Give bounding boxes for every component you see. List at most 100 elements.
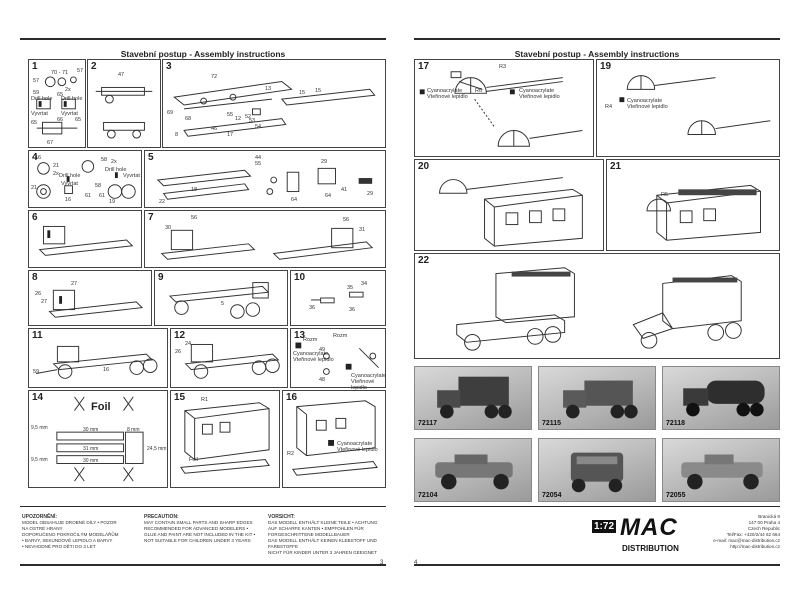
part-label: 13 xyxy=(265,86,272,92)
step-9-drawing xyxy=(168,282,270,319)
step-number: 17 xyxy=(418,61,430,72)
step-13-drawing xyxy=(295,342,379,375)
part-label: 26 xyxy=(175,349,182,355)
address-line: http://mac-distribution.cz xyxy=(730,544,780,549)
part-label: Rozm xyxy=(333,333,348,339)
footer-line: MODEL OBSAHUJE DROBNÉ DÍLY • POZOR xyxy=(22,520,117,525)
step-number: 4 xyxy=(32,152,38,163)
part-label: 21 xyxy=(53,163,60,169)
step-number: 12 xyxy=(174,330,186,341)
step-14-drawing xyxy=(56,396,144,482)
step-number: 8 xyxy=(32,272,38,283)
product-photo-72054: 72054 xyxy=(538,438,656,502)
left-bottom-rule xyxy=(20,564,386,566)
step-11: 11 16 59 xyxy=(28,328,168,388)
brand-name: MAC xyxy=(620,514,678,541)
mac-distribution-logo: 1:72 MAC DISTRIBUTION xyxy=(592,514,696,556)
step-7-drawing xyxy=(160,227,374,260)
part-label: 65 xyxy=(31,120,38,126)
step-19: 19 R4 Cyanoacrylate Vteřinové lepidlo xyxy=(596,59,780,157)
part-label: 61 xyxy=(99,193,106,199)
step-number: 10 xyxy=(294,272,306,283)
dimension-label: 24,5 mm xyxy=(147,446,167,452)
glue-note: Vteřinové lepidlo xyxy=(351,379,375,391)
part-label: 65 xyxy=(57,92,64,98)
footer-warning-cz: UPOZORNĚNÍ: MODEL OBSAHUJE DROBNÉ DÍLY •… xyxy=(22,514,134,550)
step-number: 6 xyxy=(32,212,38,223)
step-1: 1 70 - 71 57 57 2x 59 65 Drill hole Vyvr… xyxy=(28,59,86,148)
footer-line: NICHT FÜR KINDER UNTER 3 JAHREN GEEIGNET xyxy=(268,550,377,555)
step-22-drawing xyxy=(456,267,742,351)
footer-heading: PRECAUTION: xyxy=(144,514,179,520)
step-14: 14 Foil 9,5 mm 30 mm 8 mm 31 mm 24,5 mm … xyxy=(28,390,168,488)
part-label: 2x xyxy=(111,159,117,165)
footer-line: DAS MODELL ENTHÄLT KEINEN KLEBSTOFF UND xyxy=(268,538,377,543)
right-top-rule xyxy=(414,38,780,40)
step-20: 20 xyxy=(414,159,604,251)
part-label: Foil xyxy=(189,457,198,463)
step-12: 12 24 26 xyxy=(170,328,288,388)
footer-line: MAY CONTAIN SMALL PARTS AND SHARP EDGES xyxy=(144,520,253,525)
step-17: 17 R3 R6 Cyanoacrylate Vteřinové lepidlo… xyxy=(414,59,594,157)
glue-note: Vteřinové lepidlo xyxy=(337,447,378,453)
step-6-drawing xyxy=(38,225,134,256)
footer-line: DOPORUČENO POKROČILÝM MODELÁŘŮM xyxy=(22,532,119,537)
car-silhouette xyxy=(570,452,624,493)
glue-note: Vteřinové lepidlo xyxy=(293,357,334,363)
part-label: 47 xyxy=(118,72,125,78)
part-label: 12 xyxy=(235,116,242,122)
step-17-drawing xyxy=(419,71,583,147)
part-label: 52 xyxy=(245,114,252,120)
footer-heading: VORSICHT: xyxy=(268,514,295,520)
step-7: 7 56 30 56 31 xyxy=(144,210,386,268)
step-number: 13 xyxy=(294,330,306,341)
left-top-rule xyxy=(20,38,386,40)
step-12-drawing xyxy=(184,343,280,379)
car-silhouette xyxy=(435,454,513,490)
footer-line: AUF SCHARFE KANTEN • EMPFOHLEN FÜR xyxy=(268,526,364,531)
step-number: 5 xyxy=(148,152,154,163)
dimension-label: 31 mm xyxy=(83,446,99,452)
footer-heading: UPOZORNĚNÍ: xyxy=(22,514,57,520)
part-label: 56 xyxy=(343,217,350,223)
address-line: e-mail: mac@mac-distribution.cz xyxy=(713,538,780,543)
part-label: 16 xyxy=(65,197,72,203)
step-number: 21 xyxy=(610,161,622,172)
brand-scale: 1:72 xyxy=(592,520,617,533)
footer-line: FORGESCHRITTENE MODELLBAUER xyxy=(268,532,350,537)
part-label: R4 xyxy=(605,104,613,110)
product-code: 72055 xyxy=(666,492,686,499)
step-3-drawing xyxy=(173,80,376,137)
left-page-title: Stavební postup - Assembly instructions xyxy=(120,49,286,59)
glue-note: Vteřinové lepidlo xyxy=(427,94,468,100)
product-photo-72115: 72115 xyxy=(538,366,656,430)
footer-line: RECOMMENDED FOR ADVANCED MODELERS • xyxy=(144,526,249,531)
address-line: Tel/Fax: +420/2/44 62 664 xyxy=(726,532,780,537)
glue-note: Cyanoacrylate xyxy=(627,98,663,104)
glue-note: Vteřinové lepidlo xyxy=(627,104,668,110)
address-line: Branická 9 xyxy=(758,514,780,519)
step-10: 10 35 34 36 36 xyxy=(290,270,386,326)
part-label: 61 xyxy=(85,193,92,199)
step-1-drawing xyxy=(36,76,78,135)
part-label: 58 xyxy=(95,183,102,189)
dimension-label: 8 mm xyxy=(127,427,140,433)
glue-note: Cyanoacrylate xyxy=(519,88,555,94)
address-line: Czech Republic xyxy=(747,526,780,531)
part-label: 15 xyxy=(315,88,322,94)
footer-warning-de: VORSICHT: DAS MODELL ENTHÄLT KLEINE TEIL… xyxy=(268,514,386,556)
step-6: 6 xyxy=(28,210,142,268)
step-20-drawing xyxy=(439,177,583,247)
step-15-drawing xyxy=(180,402,270,474)
step-9: 9 5 xyxy=(154,270,288,326)
truck-silhouette xyxy=(563,380,638,419)
product-photo-72104: 72104 xyxy=(414,438,532,502)
part-label: 59 xyxy=(33,369,40,375)
part-label: 57 xyxy=(77,68,84,74)
footer-line: • NEVHODNÉ PRO DĚTI DO 3 LET xyxy=(22,544,96,549)
part-label: 27 xyxy=(41,299,48,305)
drill-note: Vyvrtat xyxy=(31,111,48,117)
step-number: 3 xyxy=(166,61,172,72)
part-label: 44 xyxy=(255,155,262,161)
step-number: 7 xyxy=(148,212,154,223)
